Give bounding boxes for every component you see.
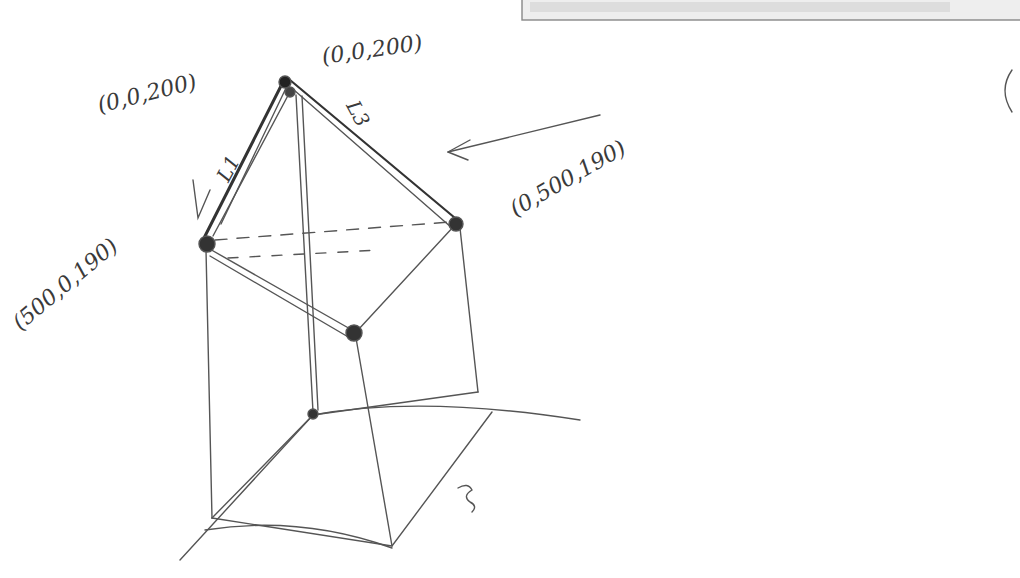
length-label: L3 bbox=[343, 97, 373, 129]
coordinate-label: (500,0,190) bbox=[9, 235, 122, 335]
coordinate-label: (0,0,200) bbox=[95, 71, 198, 117]
coordinate-label: (0,0,200) bbox=[320, 32, 423, 68]
length-label: L1 bbox=[213, 152, 243, 184]
coordinate-label: (0,500,190) bbox=[507, 137, 630, 221]
